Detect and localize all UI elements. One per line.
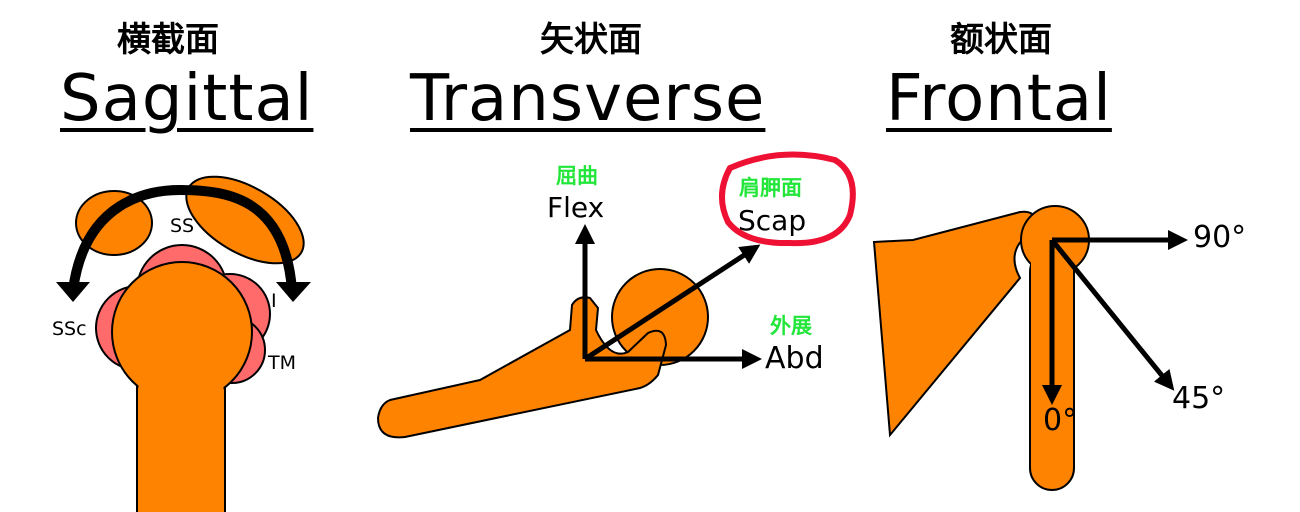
arrow-head-right xyxy=(276,282,311,302)
label-ssc: SSc xyxy=(52,318,87,340)
humerus-sagittal xyxy=(111,261,253,512)
coracoid-shape xyxy=(75,190,153,256)
label-abd-cn: 外展 xyxy=(770,314,812,338)
sagittal-title-cn: 横截面 xyxy=(117,20,219,60)
label-ss: SS xyxy=(170,215,195,237)
label-tm: TM xyxy=(268,352,296,374)
transverse-title-cn: 矢状面 xyxy=(540,20,642,60)
scap-highlight-circle xyxy=(719,151,856,247)
label-flex-cn: 屈曲 xyxy=(556,164,598,188)
label-scap-cn: 肩胛面 xyxy=(739,176,802,200)
label-scap: Scap xyxy=(738,204,807,237)
sagittal-title: Sagittal xyxy=(60,62,314,136)
frontal-title: Frontal xyxy=(886,62,1112,136)
angle-45-axis xyxy=(1050,238,1175,391)
sagittal-diagram xyxy=(56,175,311,512)
transverse-diagram xyxy=(376,151,856,439)
scapula-frontal xyxy=(872,210,1037,438)
frontal-title-cn: 额状面 xyxy=(950,20,1052,60)
frontal-diagram xyxy=(872,205,1188,491)
label-flex: Flex xyxy=(547,191,605,224)
arrow-head-left xyxy=(56,282,90,302)
transverse-title: Transverse xyxy=(410,62,766,136)
label-45-deg: 45° xyxy=(1172,381,1226,416)
label-90-deg: 90° xyxy=(1193,220,1247,255)
label-abd: Abd xyxy=(765,341,824,376)
arm-transverse xyxy=(376,296,668,439)
rotation-arrow xyxy=(68,184,297,291)
label-i: I xyxy=(271,290,277,312)
label-0-deg: 0° xyxy=(1043,403,1078,438)
scap-axis xyxy=(583,244,761,362)
